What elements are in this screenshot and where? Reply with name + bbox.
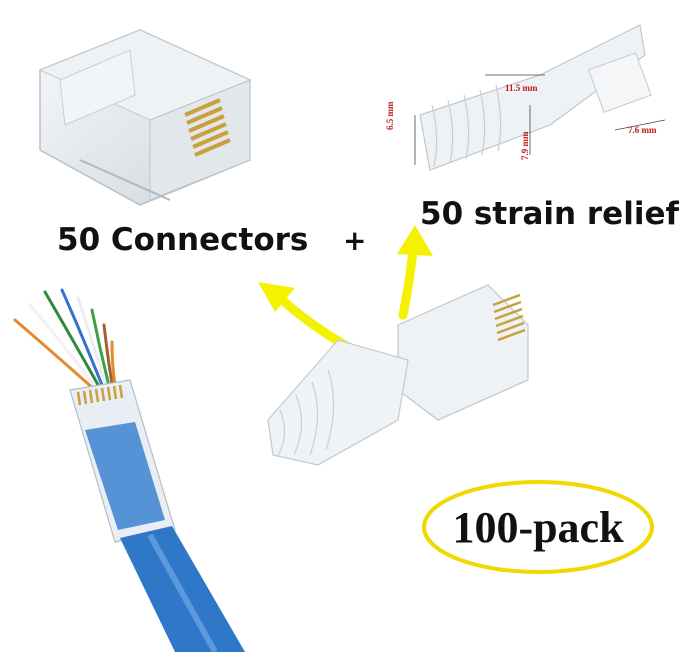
dimension-height-mid: 7.9 mm bbox=[520, 131, 530, 161]
terminated-cable-image bbox=[13, 288, 245, 652]
rj45-connector-image bbox=[38, 29, 252, 206]
dimension-width-top: 11.5 mm bbox=[505, 83, 538, 93]
plus-sign: + bbox=[343, 224, 367, 257]
strain-relief-label: 50 strain relief bbox=[420, 196, 679, 232]
dimension-height-left: 6.5 mm bbox=[385, 101, 395, 131]
arrow-to-strain-relief bbox=[397, 225, 433, 320]
dimension-width-right: 7.6 mm bbox=[628, 125, 657, 135]
pack-count-badge: 100-pack bbox=[420, 478, 656, 576]
connector-with-boot-image bbox=[267, 284, 529, 466]
pack-ellipse-outline bbox=[422, 480, 654, 574]
strain-relief-image bbox=[414, 24, 666, 171]
connectors-label: 50 Connectors bbox=[57, 222, 309, 258]
pack-count-text: 100-pack bbox=[452, 502, 624, 552]
